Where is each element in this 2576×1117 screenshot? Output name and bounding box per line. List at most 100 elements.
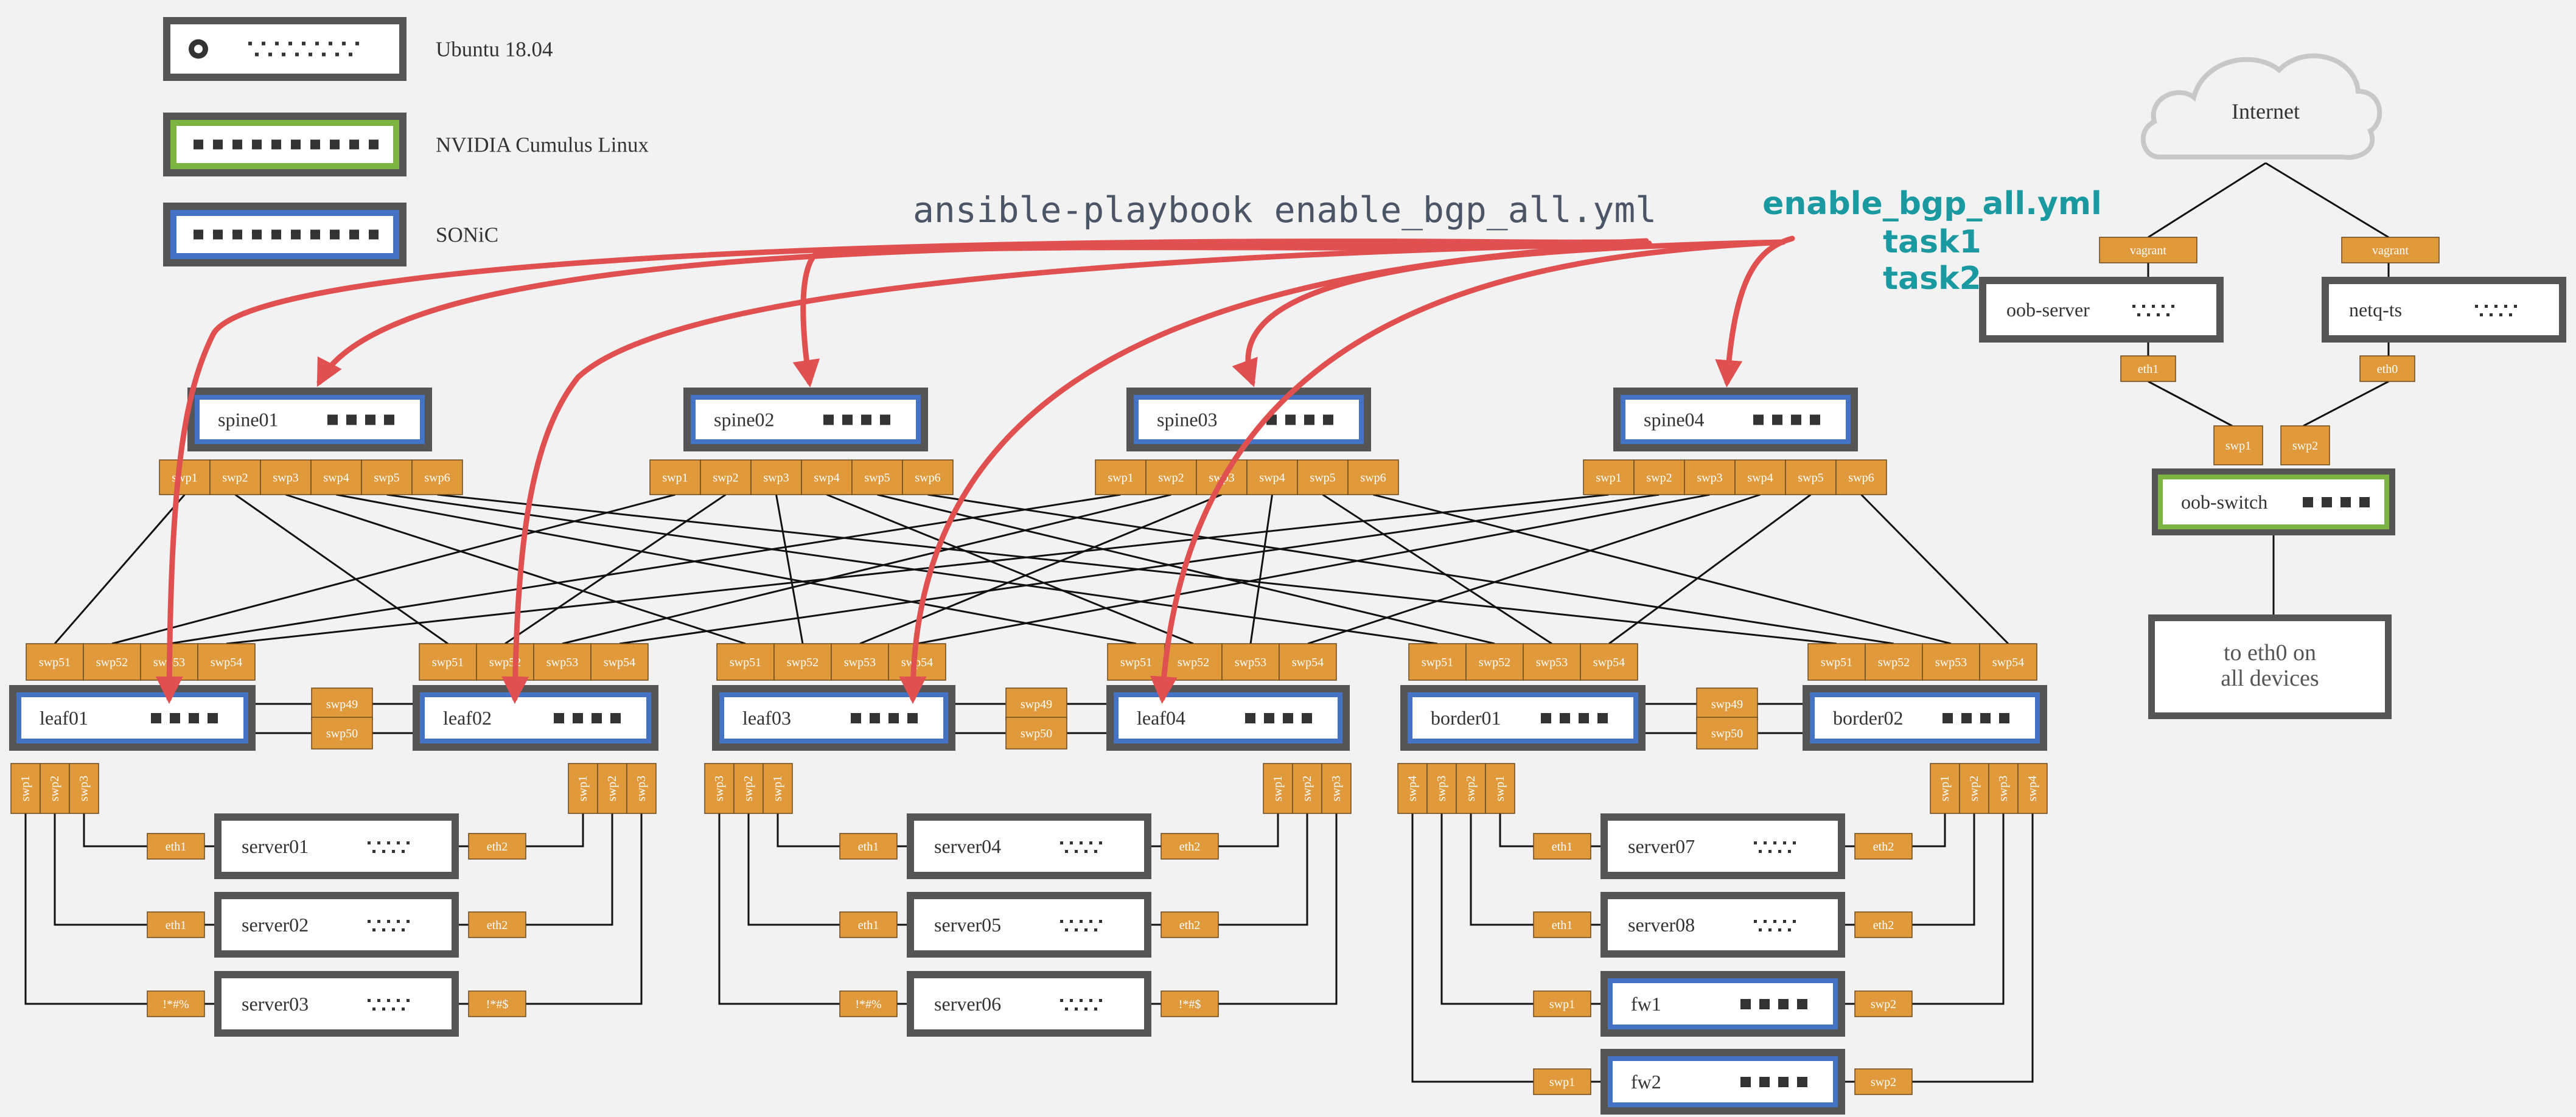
server-server01[interactable]: server01 bbox=[214, 813, 459, 879]
leaf-leaf01[interactable]: leaf01 bbox=[9, 685, 256, 751]
spine-port-spine01-swp3[interactable]: swp3 bbox=[260, 459, 312, 495]
leaf-downlink-border01-swp2[interactable]: swp2 bbox=[1456, 763, 1486, 814]
leaf-uplink-leaf01-swp52[interactable]: swp52 bbox=[83, 643, 141, 681]
peerlink-port-swp50[interactable]: swp50 bbox=[1005, 717, 1067, 750]
leaf-leaf02[interactable]: leaf02 bbox=[413, 685, 658, 751]
server-server04[interactable]: server04 bbox=[907, 813, 1151, 879]
peerlink-port-swp50[interactable]: swp50 bbox=[1696, 717, 1758, 750]
server-nic-server08-right[interactable]: eth2 bbox=[1854, 911, 1913, 938]
spine-port-spine01-swp5[interactable]: swp5 bbox=[361, 459, 413, 495]
server-nic-server04-left[interactable]: eth1 bbox=[839, 833, 898, 860]
spine-port-spine04-swp1[interactable]: swp1 bbox=[1583, 459, 1635, 495]
leaf-uplink-leaf02-swp52[interactable]: swp52 bbox=[476, 643, 534, 681]
leaf-uplink-leaf04-swp53[interactable]: swp53 bbox=[1221, 643, 1280, 681]
leaf-uplink-leaf01-swp54[interactable]: swp54 bbox=[197, 643, 256, 681]
leaf-downlink-leaf02-swp1[interactable]: swp1 bbox=[568, 763, 598, 814]
spine-port-spine01-swp2[interactable]: swp2 bbox=[209, 459, 261, 495]
spine-port-spine02-swp4[interactable]: swp4 bbox=[801, 459, 853, 495]
oob-switch-device[interactable]: oob-switch bbox=[2152, 468, 2395, 535]
server-nic-fw2-right[interactable]: swp2 bbox=[1854, 1068, 1913, 1095]
server-nic-server07-right[interactable]: eth2 bbox=[1854, 833, 1913, 860]
leaf-uplink-leaf04-swp51[interactable]: swp51 bbox=[1107, 643, 1165, 681]
spine-port-spine02-swp6[interactable]: swp6 bbox=[902, 459, 954, 495]
server-server02[interactable]: server02 bbox=[214, 892, 459, 958]
firewall-fw1[interactable]: fw1 bbox=[1600, 971, 1845, 1037]
spine-port-spine01-swp1[interactable]: swp1 bbox=[159, 459, 211, 495]
server-server07[interactable]: server07 bbox=[1600, 813, 1845, 879]
server-nic-server02-left[interactable]: eth1 bbox=[147, 911, 205, 938]
spine-port-spine02-swp2[interactable]: swp2 bbox=[700, 459, 752, 495]
leaf-downlink-leaf03-swp3[interactable]: swp3 bbox=[704, 763, 735, 814]
spine-spine01[interactable]: spine01 bbox=[187, 388, 432, 451]
leaf-downlink-border01-swp4[interactable]: swp4 bbox=[1397, 763, 1428, 814]
leaf-uplink-leaf02-swp53[interactable]: swp53 bbox=[533, 643, 592, 681]
leaf-uplink-border01-swp51[interactable]: swp51 bbox=[1408, 643, 1467, 681]
leaf-uplink-leaf03-swp53[interactable]: swp53 bbox=[831, 643, 889, 681]
spine-port-spine03-swp5[interactable]: swp5 bbox=[1297, 459, 1349, 495]
server-nic-server02-right[interactable]: eth2 bbox=[468, 911, 526, 938]
peerlink-port-swp49[interactable]: swp49 bbox=[311, 687, 373, 720]
leaf-downlink-leaf03-swp2[interactable]: swp2 bbox=[733, 763, 764, 814]
leaf-uplink-border02-swp51[interactable]: swp51 bbox=[1807, 643, 1866, 681]
spine-port-spine04-swp6[interactable]: swp6 bbox=[1835, 459, 1887, 495]
server-nic-server06-left[interactable]: !*#% bbox=[839, 990, 898, 1017]
oob-switch-swp1[interactable]: swp1 bbox=[2213, 425, 2263, 465]
leaf-uplink-leaf04-swp52[interactable]: swp52 bbox=[1164, 643, 1223, 681]
leaf-downlink-leaf03-swp1[interactable]: swp1 bbox=[763, 763, 793, 814]
leaf-downlink-leaf02-swp2[interactable]: swp2 bbox=[597, 763, 627, 814]
peerlink-port-swp50[interactable]: swp50 bbox=[311, 717, 373, 750]
server-nic-server05-left[interactable]: eth1 bbox=[839, 911, 898, 938]
leaf-downlink-border01-swp3[interactable]: swp3 bbox=[1426, 763, 1457, 814]
server-nic-fw1-left[interactable]: swp1 bbox=[1533, 990, 1591, 1017]
leaf-uplink-border02-swp54[interactable]: swp54 bbox=[1979, 643, 2037, 681]
leaf-border02[interactable]: border02 bbox=[1803, 685, 2047, 751]
server-server08[interactable]: server08 bbox=[1600, 892, 1845, 958]
spine-port-spine03-swp2[interactable]: swp2 bbox=[1145, 459, 1197, 495]
spine-port-spine01-swp6[interactable]: swp6 bbox=[411, 459, 463, 495]
leaf-uplink-border01-swp52[interactable]: swp52 bbox=[1465, 643, 1524, 681]
leaf-downlink-leaf02-swp3[interactable]: swp3 bbox=[626, 763, 657, 814]
leaf-uplink-border02-swp53[interactable]: swp53 bbox=[1922, 643, 1980, 681]
spine-port-spine03-swp1[interactable]: swp1 bbox=[1095, 459, 1147, 495]
leaf-downlink-border02-swp4[interactable]: swp4 bbox=[2017, 763, 2048, 814]
server-nic-server01-left[interactable]: eth1 bbox=[147, 833, 205, 860]
leaf-uplink-leaf02-swp51[interactable]: swp51 bbox=[419, 643, 477, 681]
leaf-downlink-border02-swp3[interactable]: swp3 bbox=[1988, 763, 2019, 814]
leaf-downlink-leaf01-swp1[interactable]: swp1 bbox=[10, 763, 41, 814]
oob-server-eth1-port[interactable]: eth1 bbox=[2120, 355, 2176, 382]
oob-server-device[interactable]: oob-server bbox=[1979, 277, 2224, 343]
spine-port-spine02-swp1[interactable]: swp1 bbox=[649, 459, 701, 495]
leaf-uplink-leaf04-swp54[interactable]: swp54 bbox=[1279, 643, 1337, 681]
spine-port-spine04-swp3[interactable]: swp3 bbox=[1684, 459, 1736, 495]
peerlink-port-swp49[interactable]: swp49 bbox=[1696, 687, 1758, 720]
spine-port-spine04-swp4[interactable]: swp4 bbox=[1734, 459, 1786, 495]
spine-port-spine02-swp5[interactable]: swp5 bbox=[851, 459, 903, 495]
leaf-uplink-leaf01-swp51[interactable]: swp51 bbox=[26, 643, 84, 681]
leaf-leaf04[interactable]: leaf04 bbox=[1106, 685, 1350, 751]
server-server06[interactable]: server06 bbox=[907, 971, 1151, 1037]
server-nic-server04-right[interactable]: eth2 bbox=[1161, 833, 1219, 860]
leaf-downlink-border02-swp2[interactable]: swp2 bbox=[1959, 763, 1989, 814]
leaf-downlink-leaf01-swp3[interactable]: swp3 bbox=[69, 763, 99, 814]
leaf-uplink-border01-swp53[interactable]: swp53 bbox=[1523, 643, 1581, 681]
server-nic-server01-right[interactable]: eth2 bbox=[468, 833, 526, 860]
oob-server-vagrant-port[interactable]: vagrant bbox=[2099, 237, 2197, 263]
server-nic-fw1-right[interactable]: swp2 bbox=[1854, 990, 1913, 1017]
server-nic-server03-right[interactable]: !*#$ bbox=[468, 990, 526, 1017]
leaf-downlink-border02-swp1[interactable]: swp1 bbox=[1930, 763, 1960, 814]
spine-spine02[interactable]: spine02 bbox=[683, 388, 928, 451]
netq-eth0-port[interactable]: eth0 bbox=[2359, 355, 2415, 382]
server-server05[interactable]: server05 bbox=[907, 892, 1151, 958]
spine-port-spine01-swp4[interactable]: swp4 bbox=[310, 459, 362, 495]
oob-switch-swp2[interactable]: swp2 bbox=[2280, 425, 2330, 465]
leaf-downlink-leaf04-swp3[interactable]: swp3 bbox=[1321, 763, 1352, 814]
server-nic-server08-left[interactable]: eth1 bbox=[1533, 911, 1591, 938]
leaf-downlink-leaf04-swp1[interactable]: swp1 bbox=[1263, 763, 1293, 814]
leaf-downlink-border01-swp1[interactable]: swp1 bbox=[1485, 763, 1515, 814]
spine-spine04[interactable]: spine04 bbox=[1613, 388, 1858, 451]
netq-ts-device[interactable]: netq-ts bbox=[2322, 277, 2566, 343]
server-server03[interactable]: server03 bbox=[214, 971, 459, 1037]
spine-port-spine02-swp3[interactable]: swp3 bbox=[750, 459, 802, 495]
server-nic-server07-left[interactable]: eth1 bbox=[1533, 833, 1591, 860]
firewall-fw2[interactable]: fw2 bbox=[1600, 1049, 1845, 1115]
